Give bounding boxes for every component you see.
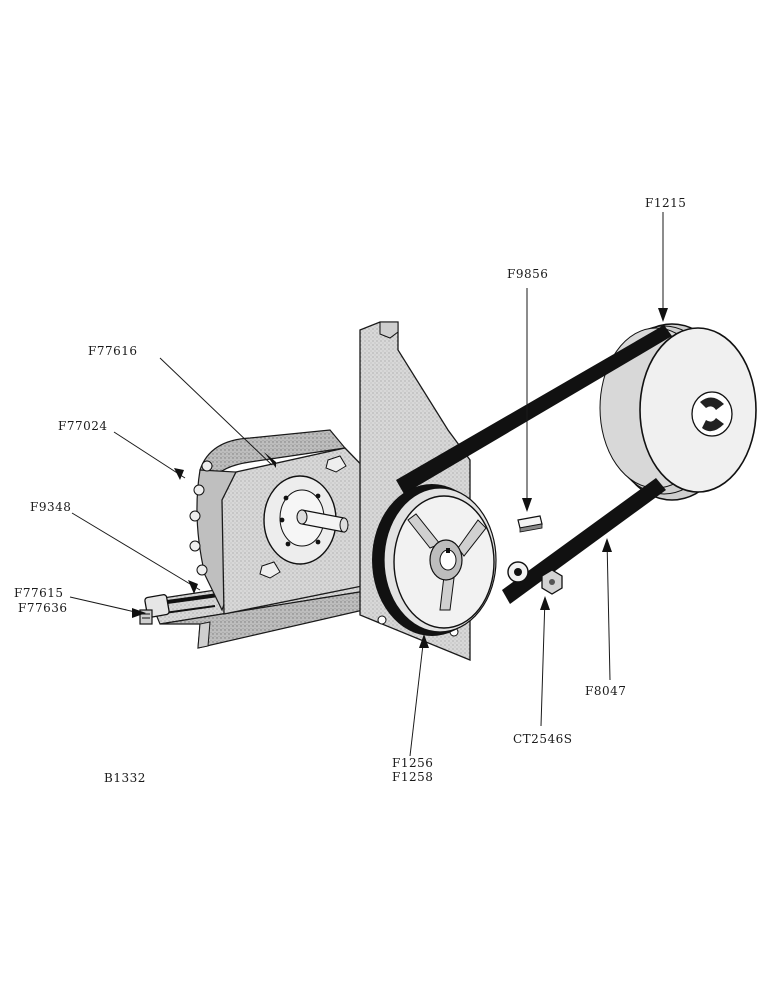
- label-f77615: F77615: [14, 586, 64, 600]
- arrow-f77616: [264, 452, 276, 468]
- label-f77024: F77024: [58, 419, 108, 433]
- cover-bolts: [189, 460, 213, 576]
- pulley-key: [517, 515, 543, 533]
- idler-washer: [507, 561, 529, 583]
- gear-box-housing: [189, 429, 379, 615]
- rod-end-fitting: [139, 594, 170, 625]
- arrow-f77024: [174, 468, 184, 480]
- arrow-f1256: [419, 634, 429, 648]
- leader-f77615: [69, 596, 145, 615]
- leader-f8047: [606, 539, 611, 681]
- leader-f77024: [113, 431, 186, 479]
- leader-f1256: [409, 635, 425, 757]
- label-f77616: F77616: [88, 344, 138, 358]
- label-ct2546s: CT2546S: [513, 732, 573, 746]
- label-f9856: F9856: [507, 267, 549, 281]
- label-f9348: F9348: [30, 500, 72, 514]
- arrow-f9856: [522, 498, 532, 512]
- arrow-ct2546s: [540, 596, 550, 610]
- leader-ct2546s: [540, 597, 546, 727]
- small-pulley: [372, 484, 497, 636]
- arrow-f77615: [132, 608, 146, 618]
- label-f1256: F1256: [392, 756, 434, 770]
- idler-nut: [541, 569, 563, 595]
- large-pulley: [599, 323, 757, 501]
- arrow-f1215: [658, 308, 668, 322]
- leader-f77616: [159, 357, 273, 466]
- arrow-f9348: [188, 580, 198, 594]
- figure-id: B1332: [104, 771, 146, 785]
- input-shaft: [296, 509, 349, 533]
- v-belt: [396, 325, 672, 604]
- label-f8047: F8047: [585, 684, 627, 698]
- label-f1258: F1258: [392, 770, 434, 784]
- label-f77636: F77636: [18, 601, 68, 615]
- leader-lines: [69, 212, 668, 757]
- label-f1215: F1215: [645, 196, 687, 210]
- leader-f9348: [71, 512, 201, 591]
- arrow-f8047: [602, 538, 612, 552]
